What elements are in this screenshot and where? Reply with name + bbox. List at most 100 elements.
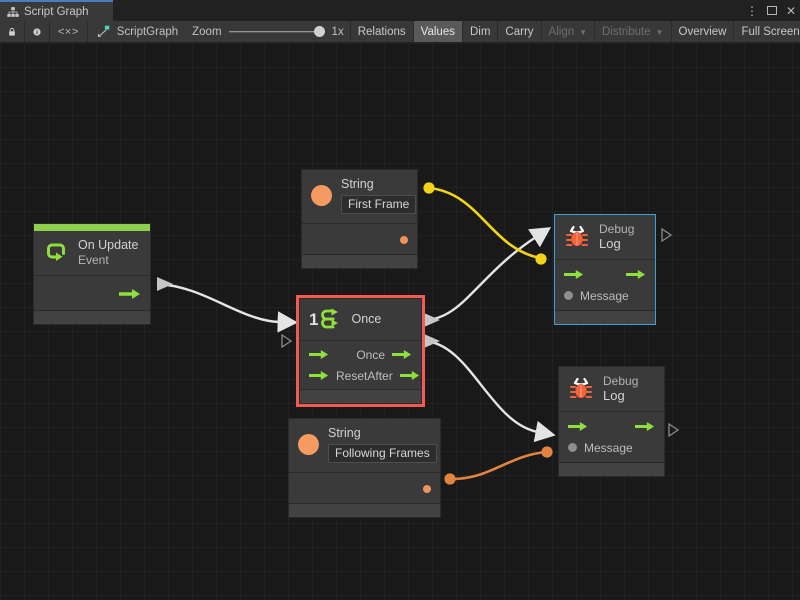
flow-out-port-after[interactable]: After xyxy=(367,369,419,383)
node-ports: Message xyxy=(555,260,655,312)
flow-arrow-icon xyxy=(399,370,419,381)
debug-bug-icon xyxy=(570,377,592,398)
toolbar-item-label: Dim xyxy=(469,25,491,38)
port-label: Message xyxy=(580,288,629,303)
debug-log-node[interactable]: Debug Log xyxy=(558,366,665,478)
toolbar-item-label: Distribute xyxy=(602,25,651,38)
value-port-dot xyxy=(423,485,431,494)
flow-arrow-icon xyxy=(309,370,329,381)
wire-after-to-debuglog2 xyxy=(423,339,556,443)
value-out-port[interactable] xyxy=(423,485,431,494)
port-row[interactable]: Once xyxy=(300,344,421,365)
unconnected-flow-port-icon[interactable] xyxy=(281,334,293,348)
chevron-down-icon: ▼ xyxy=(655,28,664,37)
toolbar-item-dim[interactable]: Dim xyxy=(461,21,497,42)
node-title: String xyxy=(328,426,361,440)
flow-in-port-enter[interactable] xyxy=(309,349,329,360)
node-header: String Following Frames xyxy=(289,419,440,473)
script-graph-icon xyxy=(97,25,110,37)
port-row[interactable]: Reset After xyxy=(300,365,421,386)
node-footer xyxy=(289,503,440,517)
flow-arrow-icon xyxy=(626,270,646,280)
node-footer xyxy=(559,463,664,477)
string-value-input[interactable]: Following Frames xyxy=(328,443,437,463)
flow-in-port[interactable] xyxy=(564,269,584,280)
toolbar-item-full-screen[interactable]: Full Screen xyxy=(733,21,800,42)
value-port-dot xyxy=(568,443,577,453)
flow-arrow-icon xyxy=(568,422,588,432)
flow-out-port-once[interactable]: Once xyxy=(356,348,412,362)
string-literal-node[interactable]: String First Frame xyxy=(301,169,418,269)
code-icon: <×> xyxy=(58,25,79,38)
zoom-value: 1x xyxy=(331,25,344,38)
zoom-label: Zoom xyxy=(192,25,222,38)
port-row[interactable] xyxy=(34,281,150,308)
graph-canvas[interactable]: On Update Event Strin xyxy=(0,43,800,600)
wire-followingframes-to-debuglog2 xyxy=(449,450,548,481)
value-port-dot xyxy=(400,236,408,245)
toolbar-item-label: Values xyxy=(420,25,455,38)
port-row[interactable] xyxy=(302,229,417,252)
toolbar-item-relations[interactable]: Relations xyxy=(349,21,413,42)
window-menu-icon[interactable]: ⋮ xyxy=(745,3,758,18)
graph-hierarchy-icon xyxy=(7,6,19,17)
string-literal-node[interactable]: String Following Frames xyxy=(288,418,441,518)
zoom-control[interactable]: Zoom 1x xyxy=(190,21,350,42)
node-footer xyxy=(302,254,417,268)
flow-out-port[interactable] xyxy=(626,269,646,280)
port-label: After xyxy=(367,368,393,383)
breadcrumb[interactable]: ScriptGraph xyxy=(88,21,190,42)
wire-start-arrow-after xyxy=(424,334,440,348)
port-row[interactable]: Message xyxy=(555,285,655,306)
chevron-down-icon: ▼ xyxy=(579,28,588,37)
node-subtitle: Log xyxy=(599,236,621,252)
node-ports xyxy=(302,223,417,255)
toolbar-item-distribute[interactable]: Distribute ▼ xyxy=(594,21,671,42)
message-in-port[interactable]: Message xyxy=(564,289,629,303)
close-icon[interactable]: ✕ xyxy=(785,3,796,18)
on-update-event-node[interactable]: On Update Event xyxy=(33,223,151,325)
port-row[interactable] xyxy=(289,478,440,501)
lock-button[interactable] xyxy=(0,21,25,42)
maximize-icon[interactable] xyxy=(766,6,777,15)
unconnected-flow-port-icon[interactable] xyxy=(661,228,673,242)
node-title: Debug xyxy=(599,222,635,236)
flow-out-port[interactable] xyxy=(635,421,655,432)
node-header: Debug Log xyxy=(559,367,664,413)
zoom-slider[interactable] xyxy=(228,26,325,38)
flow-in-port-reset[interactable]: Reset xyxy=(309,369,367,383)
debug-log-node[interactable]: Debug Log xyxy=(554,214,656,326)
node-title: Debug xyxy=(603,374,639,388)
info-button[interactable] xyxy=(25,21,50,42)
value-out-port[interactable] xyxy=(400,236,408,245)
flow-out-port[interactable] xyxy=(119,288,141,300)
once-flow-node[interactable]: 1 Once xyxy=(296,295,425,407)
wire-start-arrow-onupdate xyxy=(157,277,173,291)
node-ports: Message xyxy=(559,412,664,464)
code-view-button[interactable]: <×> xyxy=(50,21,88,42)
unconnected-flow-port-icon[interactable] xyxy=(668,423,680,437)
node-footer xyxy=(555,311,655,325)
string-value-input[interactable]: First Frame xyxy=(341,194,417,214)
wire-once-to-debuglog2-ctrl xyxy=(423,227,552,322)
toolbar-item-label: Carry xyxy=(505,25,534,38)
toolbar-item-values[interactable]: Values xyxy=(412,21,462,42)
message-in-port[interactable]: Message xyxy=(568,441,633,455)
flow-arrow-icon xyxy=(564,270,584,280)
toolbar-item-align[interactable]: Align▼ xyxy=(540,21,595,42)
port-row[interactable]: Message xyxy=(559,437,664,458)
port-row[interactable] xyxy=(555,264,655,285)
node-subtitle: Event xyxy=(78,252,109,267)
wire-endpoint-dot xyxy=(423,182,435,194)
wire-endpoint-dot xyxy=(541,446,553,458)
zoom-slider-knob[interactable] xyxy=(313,26,325,37)
tab-script-graph[interactable]: Script Graph xyxy=(0,0,113,21)
toolbar-item-carry[interactable]: Carry xyxy=(497,21,540,42)
toolbar-item-overview[interactable]: Overview xyxy=(670,21,734,42)
toolbar-right-group: Relations Values Dim Carry Align▼ Distribute ▼… xyxy=(349,21,800,42)
flow-in-port[interactable] xyxy=(568,421,588,432)
once-counter-icon xyxy=(321,308,339,329)
once-count-label: 1 xyxy=(309,309,319,329)
port-row[interactable] xyxy=(559,416,664,437)
